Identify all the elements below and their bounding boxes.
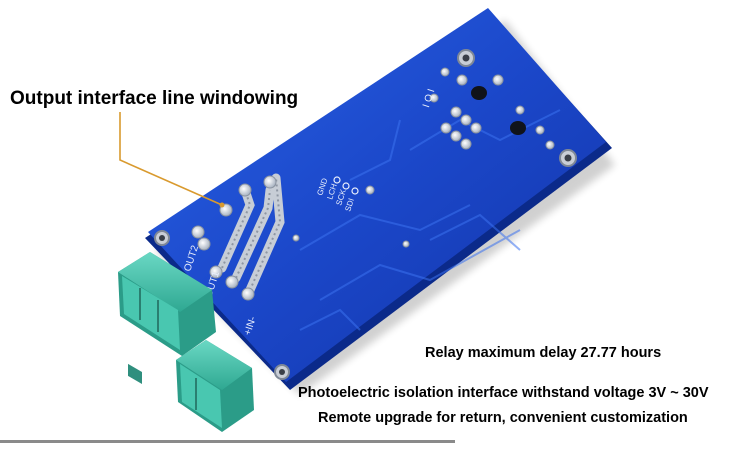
header-pads (333, 176, 359, 195)
terminal-block-input (176, 340, 254, 432)
callout-leader-line (119, 112, 223, 206)
bottom-divider (0, 440, 455, 443)
terminal-block-output (118, 252, 216, 384)
mounting-holes (154, 49, 577, 380)
callout-dot (219, 202, 225, 208)
feature-isolation-voltage: Photoelectric isolation interface withst… (298, 385, 709, 401)
callout-label: Output interface line windowing (10, 88, 299, 109)
feature-relay-delay: Relay maximum delay 27.77 hours (425, 345, 662, 361)
pcb-board: OUT2 OUT1 +IN- GND LCH SCK SDI I O I (145, 8, 612, 390)
feature-remote-upgrade: Remote upgrade for return, convenient cu… (318, 410, 688, 426)
pcb-surface (148, 8, 606, 382)
label-sdi: SDI (343, 197, 356, 212)
component-leads (471, 86, 526, 135)
